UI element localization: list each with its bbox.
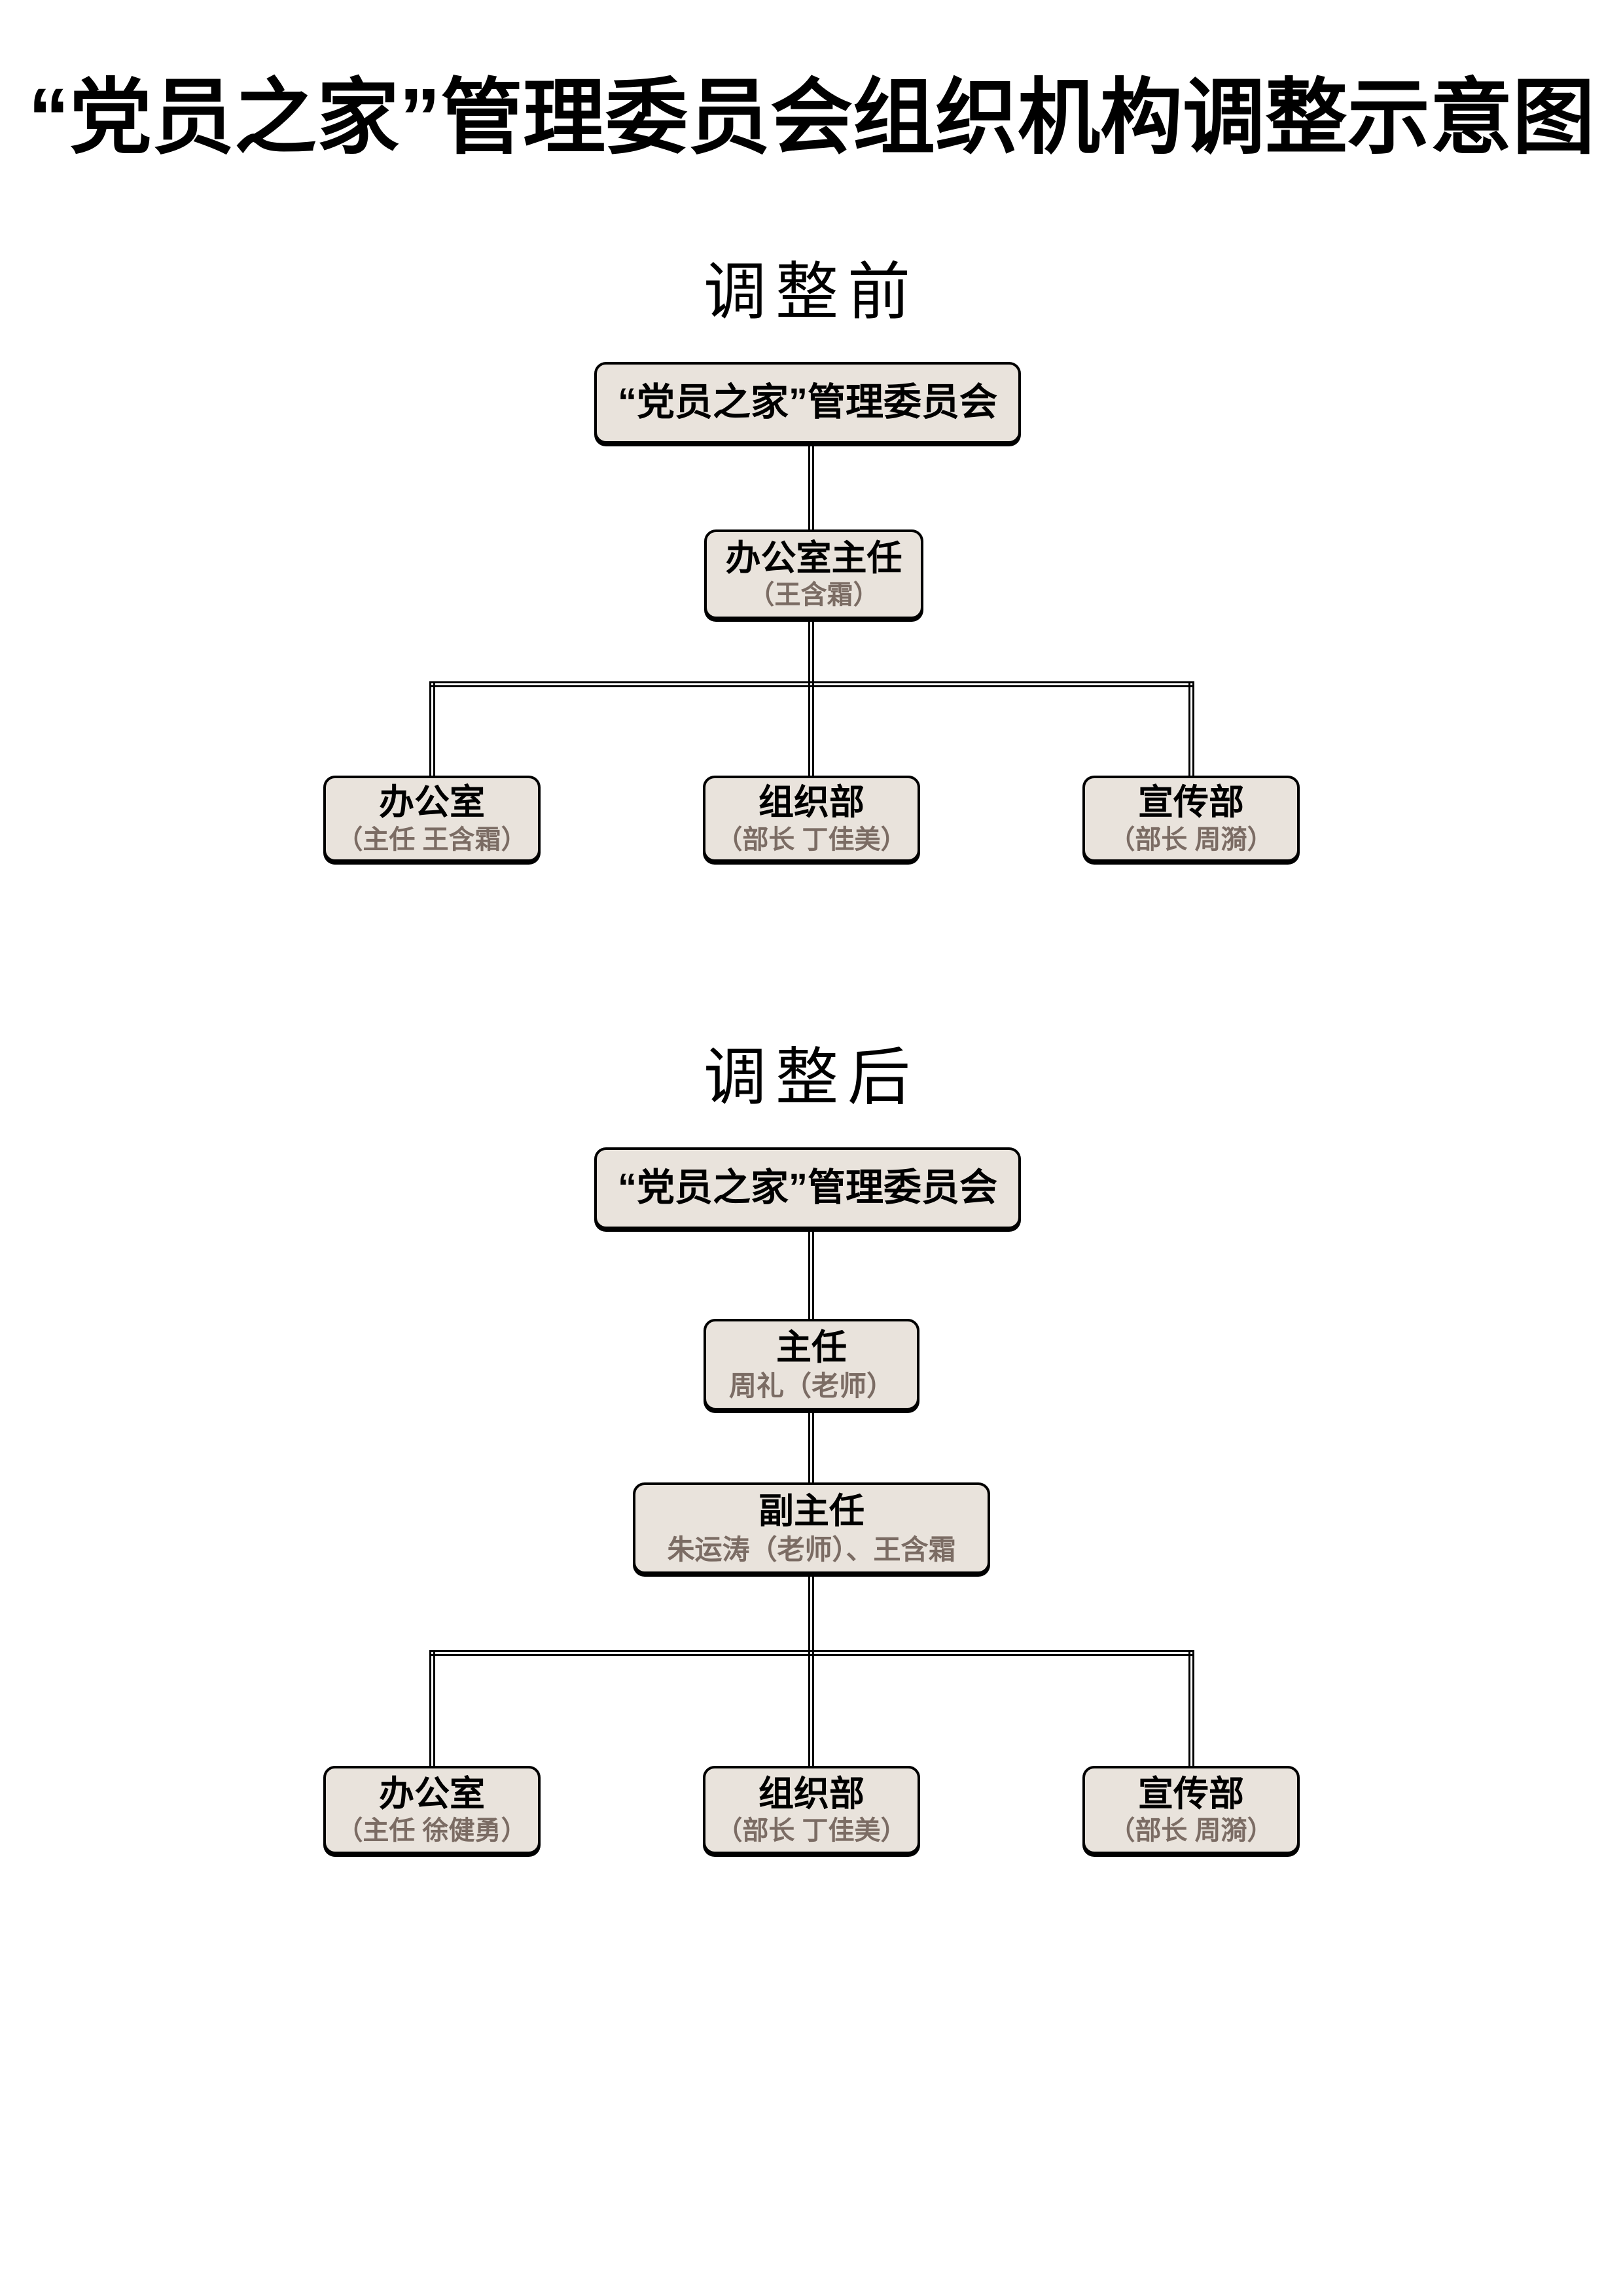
connector-after-bus: [429, 1650, 1194, 1656]
after-propaganda-sub: （部长 周漪）: [1109, 1816, 1274, 1846]
before-office-sub: （主任 王含霜）: [336, 825, 527, 854]
before-office-director-sub: （王含霜）: [748, 581, 880, 610]
connector-before-bus-to-prop: [1188, 681, 1194, 780]
connector-before-mid-to-bus: [808, 617, 814, 685]
after-director-title: 主任: [776, 1328, 847, 1368]
after-deputy-director-box: 副主任 朱运涛（老师）、王含霜: [633, 1482, 990, 1574]
before-organization-box: 组织部 （部长 丁佳美）: [703, 776, 920, 862]
connector-after-bus-to-prop: [1188, 1650, 1194, 1769]
after-organization-sub: （部长 丁佳美）: [716, 1816, 907, 1846]
connector-after-root-to-director: [808, 1228, 814, 1322]
section-heading-before: 调整前: [704, 255, 919, 329]
connector-after-bus-to-org: [808, 1650, 814, 1769]
after-office-sub: （主任 徐健勇）: [336, 1816, 527, 1846]
before-office-box: 办公室 （主任 王含霜）: [323, 776, 541, 862]
after-director-sub: 周礼（老师）: [728, 1370, 894, 1401]
before-root-label: “党员之家”管理委员会: [617, 381, 997, 424]
after-propaganda-box: 宣传部 （部长 周漪）: [1082, 1766, 1300, 1854]
connector-after-deputy-to-bus: [808, 1573, 814, 1653]
connector-before-root-to-mid: [808, 441, 814, 533]
connector-after-director-to-deputy: [808, 1409, 814, 1486]
after-root-label: “党员之家”管理委员会: [617, 1166, 997, 1210]
connector-before-bus-to-org: [808, 681, 814, 780]
after-office-title: 办公室: [379, 1774, 485, 1814]
after-organization-title: 组织部: [758, 1774, 865, 1814]
connector-before-bus-to-office: [429, 681, 435, 780]
after-director-box: 主任 周礼（老师）: [704, 1319, 919, 1410]
before-propaganda-sub: （部长 周漪）: [1109, 825, 1274, 854]
before-root-box: “党员之家”管理委员会: [594, 362, 1021, 444]
connector-before-bus: [429, 681, 1194, 687]
after-deputy-director-title: 副主任: [758, 1492, 865, 1532]
after-root-box: “党员之家”管理委员会: [594, 1147, 1021, 1229]
before-propaganda-title: 宣传部: [1138, 783, 1244, 823]
before-organization-title: 组织部: [758, 783, 865, 823]
after-propaganda-title: 宣传部: [1138, 1774, 1244, 1814]
before-office-title: 办公室: [379, 783, 485, 823]
after-office-box: 办公室 （主任 徐健勇）: [323, 1766, 541, 1854]
before-propaganda-box: 宣传部 （部长 周漪）: [1082, 776, 1300, 862]
before-office-director-title: 办公室主任: [725, 538, 902, 578]
section-heading-after: 调整后: [704, 1041, 919, 1114]
before-office-director-box: 办公室主任 （王含霜）: [704, 529, 923, 619]
after-organization-box: 组织部 （部长 丁佳美）: [703, 1766, 920, 1854]
after-deputy-director-sub: 朱运涛（老师）、王含霜: [667, 1534, 956, 1565]
page-title: “党员之家”管理委员会组织机构调整示意图: [28, 71, 1595, 164]
before-organization-sub: （部长 丁佳美）: [716, 825, 907, 854]
connector-after-bus-to-office: [429, 1650, 435, 1769]
